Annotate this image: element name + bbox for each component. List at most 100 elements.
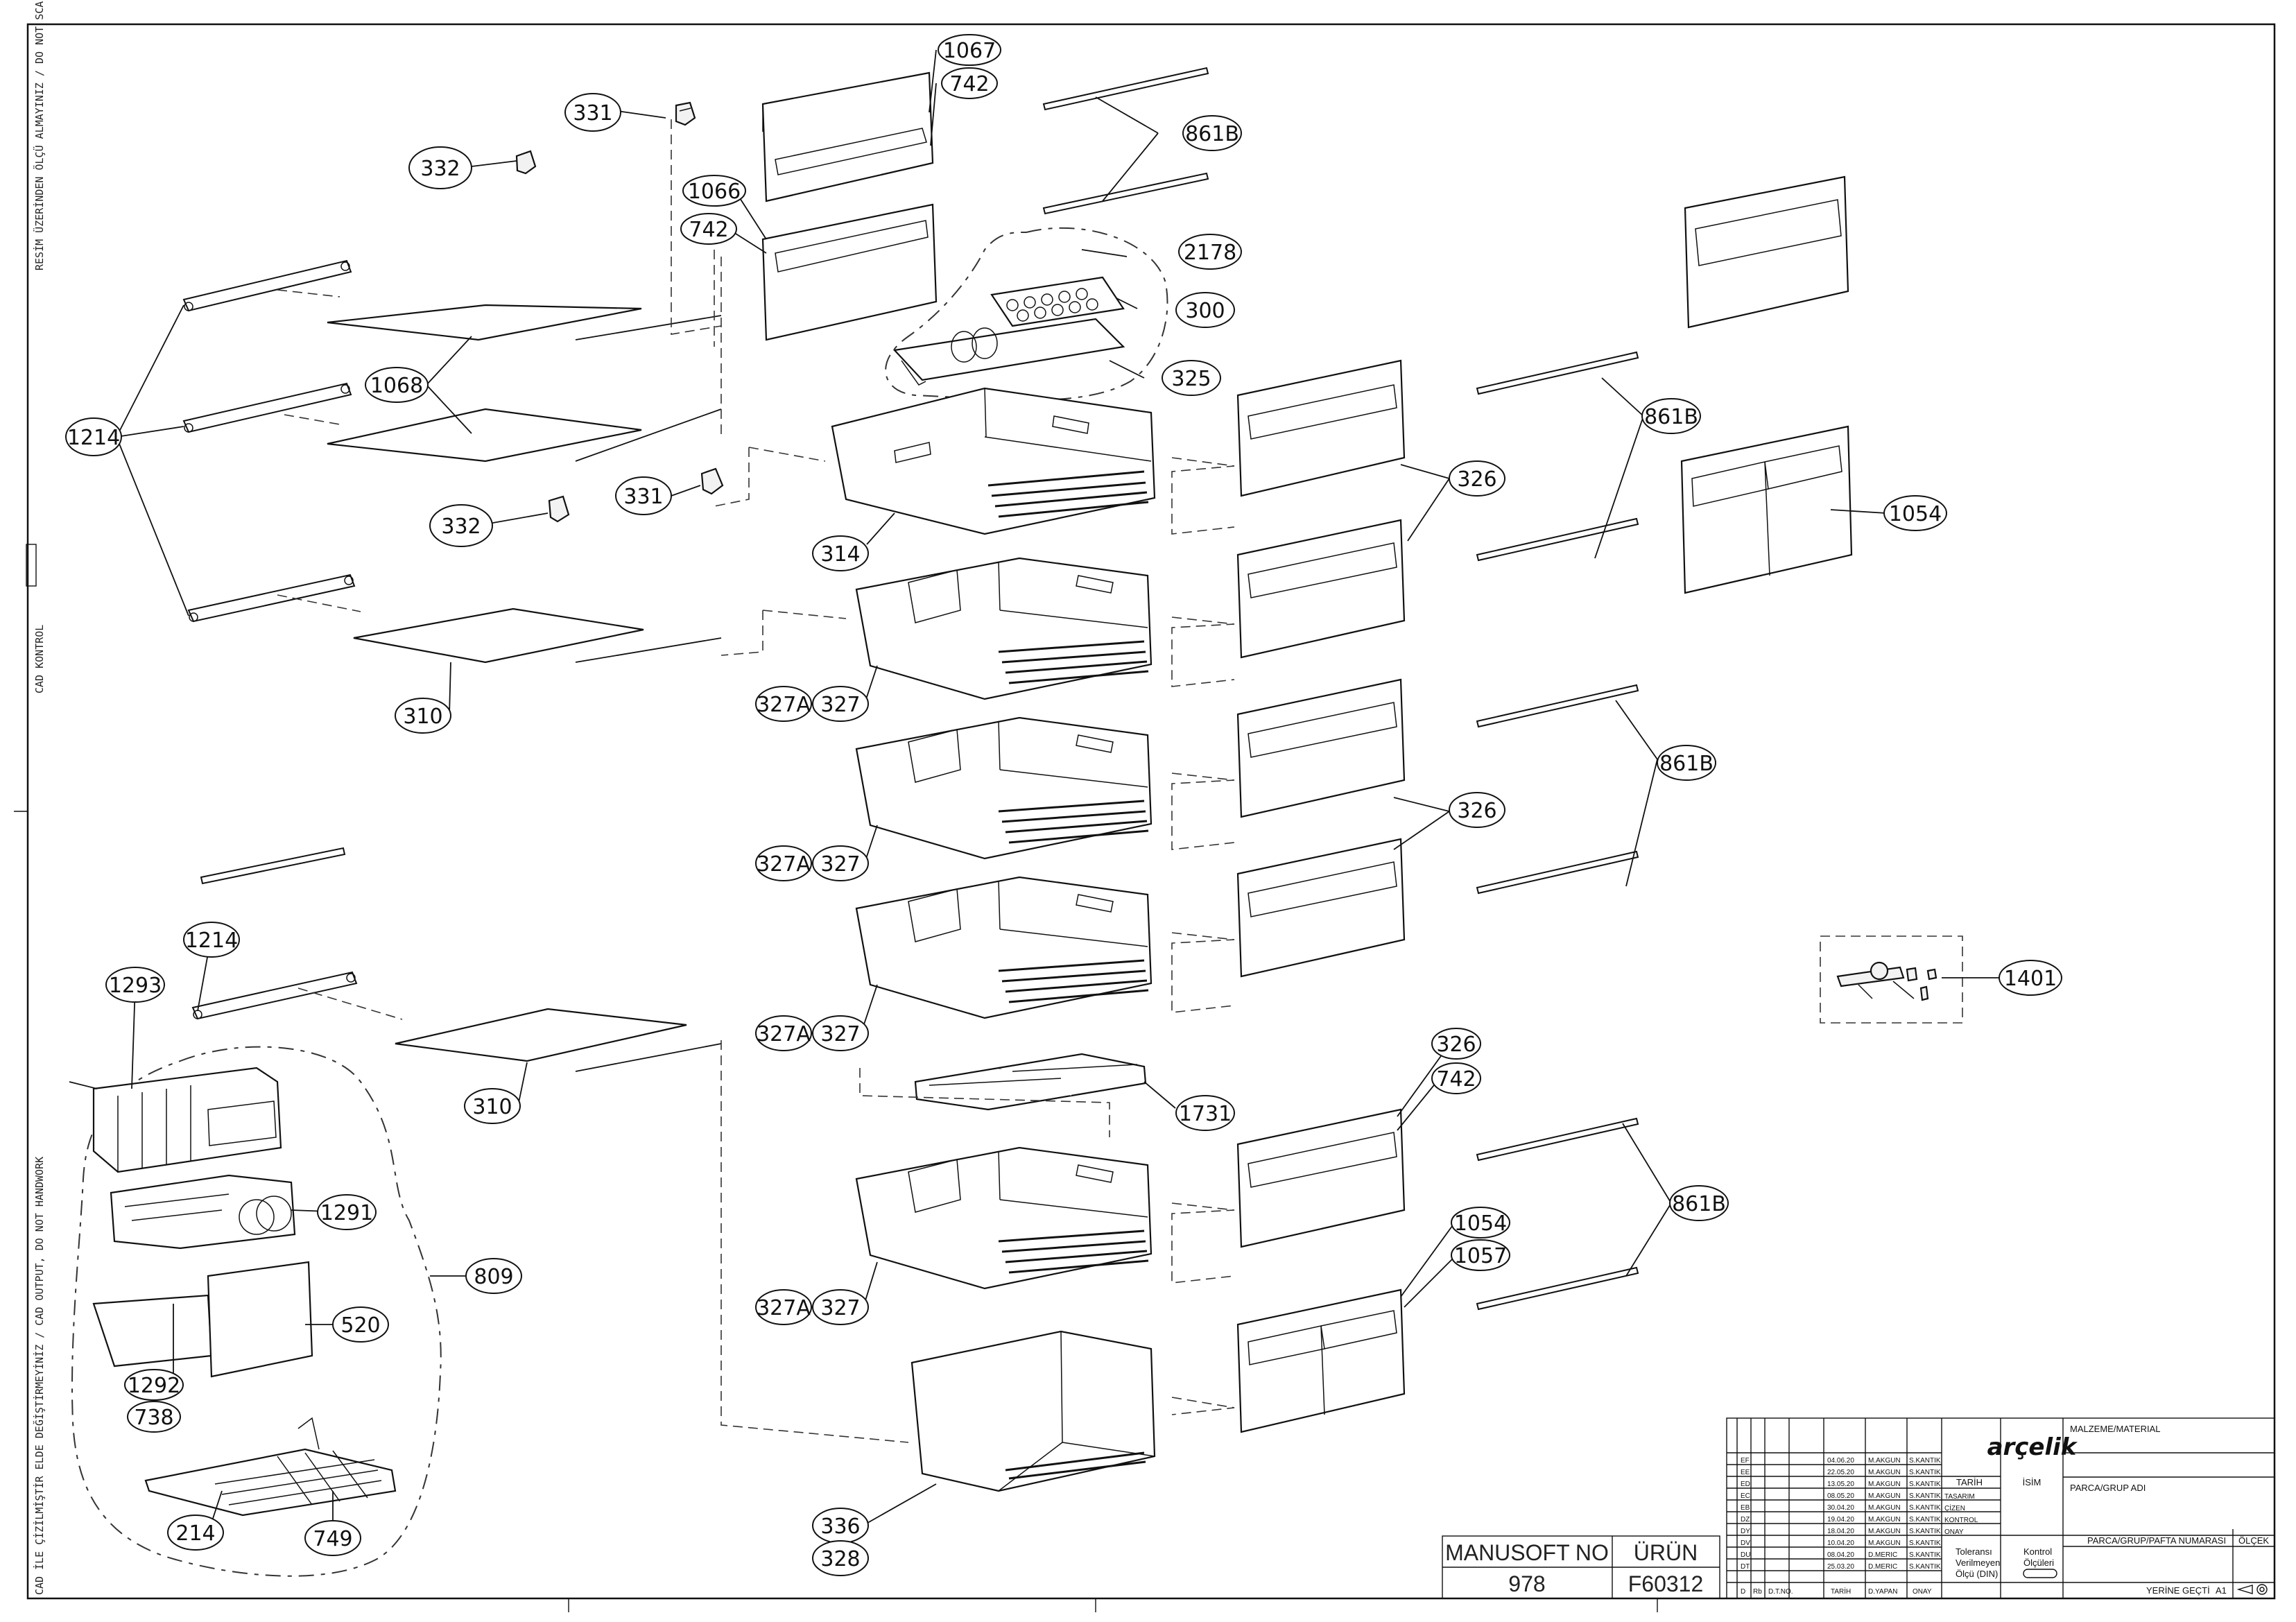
svg-text:336: 336 <box>820 1515 860 1539</box>
callout-310: 310 <box>395 698 451 734</box>
callout-742: 742 <box>1431 1062 1481 1094</box>
svg-text:S.KANTIK: S.KANTIK <box>1909 1551 1941 1559</box>
flap-1067 <box>761 71 934 202</box>
revision-row: DT 25.03.20 D.MERIC S.KANTIK <box>1741 1563 1941 1571</box>
svg-text:327A: 327A <box>757 1022 811 1046</box>
svg-text:861B: 861B <box>1672 1192 1726 1216</box>
drawer-front-1054-lower <box>1236 1288 1406 1433</box>
clip-331-upper <box>675 101 696 126</box>
svg-text:1292: 1292 <box>128 1374 180 1398</box>
role-check: KONTROL <box>1944 1517 1978 1524</box>
svg-text:1731: 1731 <box>1179 1102 1232 1126</box>
callout-1054: 1054 <box>1883 495 1947 531</box>
svg-text:310: 310 <box>472 1095 512 1119</box>
control-1: Kontrol <box>2023 1546 2052 1557</box>
shelf-front-trim-3 <box>187 573 356 623</box>
callout-520: 520 <box>332 1306 389 1343</box>
svg-text:809: 809 <box>474 1265 513 1289</box>
tolerance-2: Verilmeyen <box>1956 1558 2000 1568</box>
svg-text:10.04.20: 10.04.20 <box>1827 1539 1854 1547</box>
svg-text:327A: 327A <box>757 693 811 717</box>
arcelik-logo: arçelik <box>1987 1433 2078 1461</box>
svg-text:EC: EC <box>1741 1492 1750 1500</box>
svg-text:1054: 1054 <box>1889 502 1942 526</box>
svg-text:332: 332 <box>441 515 481 539</box>
header-date: TARİH <box>1831 1587 1851 1596</box>
callout-749: 749 <box>304 1520 361 1556</box>
svg-text:327: 327 <box>820 693 860 717</box>
callout-1731: 1731 <box>1175 1095 1235 1131</box>
svg-text:861B: 861B <box>1644 405 1698 429</box>
shelf-rear-strip <box>200 847 346 885</box>
fan-cover-1293 <box>69 1067 282 1173</box>
revision-row: EF 04.06.20 M.AKGUN S.KANTIK <box>1741 1457 1941 1465</box>
callout-809: 809 <box>465 1258 522 1294</box>
manusoft-label: MANUSOFT NO <box>1445 1540 1609 1565</box>
svg-text:13.05.20: 13.05.20 <box>1827 1481 1854 1488</box>
svg-text:328: 328 <box>820 1547 860 1571</box>
svg-text:M.AKGUN: M.AKGUN <box>1868 1481 1901 1488</box>
callout-326: 326 <box>1449 792 1505 828</box>
name-header: İSİM <box>2023 1477 2042 1487</box>
title-block: arçelik MALZEME/MATERIAL PARCA/GRUP ADI … <box>1726 1417 2275 1599</box>
header-dtno: D.T.NO. <box>1768 1588 1793 1596</box>
svg-text:1066: 1066 <box>688 180 741 204</box>
revision-row: EB 30.04.20 M.AKGUN S.KANTIK <box>1741 1504 1941 1512</box>
evaporator-cover-520 <box>92 1261 313 1380</box>
side-note-cad-control: CAD KONTROL <box>33 625 46 693</box>
svg-text:18.04.20: 18.04.20 <box>1827 1528 1854 1535</box>
callout-331: 331 <box>615 476 672 515</box>
svg-text:742: 742 <box>949 72 989 96</box>
svg-text:1401: 1401 <box>2004 967 2057 991</box>
callout-327: 327 <box>812 1289 869 1325</box>
role-approve: ONAY <box>1944 1528 1964 1536</box>
svg-text:30.04.20: 30.04.20 <box>1827 1504 1854 1512</box>
callout-738: 738 <box>127 1401 181 1433</box>
svg-text:DT: DT <box>1741 1563 1750 1571</box>
part-name-label: PARCA/GRUP ADI <box>2070 1483 2146 1493</box>
svg-text:S.KANTIK: S.KANTIK <box>1909 1539 1941 1547</box>
callout-326: 326 <box>1431 1028 1481 1060</box>
svg-text:D.MERIC: D.MERIC <box>1868 1563 1897 1571</box>
header-by: D.YAPAN <box>1868 1588 1897 1596</box>
callout-331: 331 <box>564 93 621 132</box>
callout-1214: 1214 <box>183 922 240 958</box>
callout-310: 310 <box>464 1088 521 1124</box>
drawer-front-326-5 <box>1236 1108 1406 1248</box>
part-number-label: PARCA/GRUP/PAFTA NUMARASI <box>2087 1535 2226 1546</box>
svg-text:326: 326 <box>1457 799 1496 823</box>
revision-row: EE 22.05.20 M.AKGUN S.KANTIK <box>1741 1469 1941 1476</box>
tolerance-1: Toleransı <box>1956 1546 1992 1557</box>
callout-1057: 1057 <box>1451 1239 1510 1271</box>
bin-336 <box>910 1330 1156 1492</box>
flap-1066 <box>761 203 938 341</box>
header-d: D <box>1741 1588 1745 1596</box>
svg-text:327: 327 <box>820 1296 860 1320</box>
callout-861B: 861B <box>1669 1185 1729 1221</box>
drawer-front-326-1 <box>1236 359 1406 497</box>
egg-tray-300 <box>990 276 1125 327</box>
small-parts-group-1401-boundary <box>1820 935 1963 1024</box>
svg-text:M.AKGUN: M.AKGUN <box>1868 1457 1901 1465</box>
svg-text:S.KANTIK: S.KANTIK <box>1909 1563 1941 1571</box>
svg-text:08.05.20: 08.05.20 <box>1827 1492 1854 1500</box>
svg-text:25.03.20: 25.03.20 <box>1827 1563 1854 1571</box>
ice-box-1731 <box>914 1053 1147 1111</box>
ice-tray-325 <box>892 318 1125 386</box>
projection-symbol-icon <box>2236 1584 2268 1595</box>
header-rb: Rb <box>1753 1588 1762 1596</box>
svg-text:861B: 861B <box>1185 122 1239 146</box>
svg-text:331: 331 <box>573 101 612 126</box>
svg-text:DY: DY <box>1741 1528 1750 1535</box>
glass-shelf-3 <box>353 607 644 664</box>
svg-text:19.04.20: 19.04.20 <box>1827 1516 1854 1524</box>
svg-text:214: 214 <box>175 1521 215 1546</box>
callout-2178: 2178 <box>1178 234 1242 270</box>
svg-text:M.AKGUN: M.AKGUN <box>1868 1539 1901 1547</box>
callout-327: 327 <box>812 845 869 881</box>
revision-row: EC 08.05.20 M.AKGUN S.KANTIK <box>1741 1492 1941 1500</box>
svg-text:738: 738 <box>134 1406 173 1430</box>
svg-text:S.KANTIK: S.KANTIK <box>1909 1481 1941 1488</box>
svg-text:327: 327 <box>820 1022 860 1046</box>
